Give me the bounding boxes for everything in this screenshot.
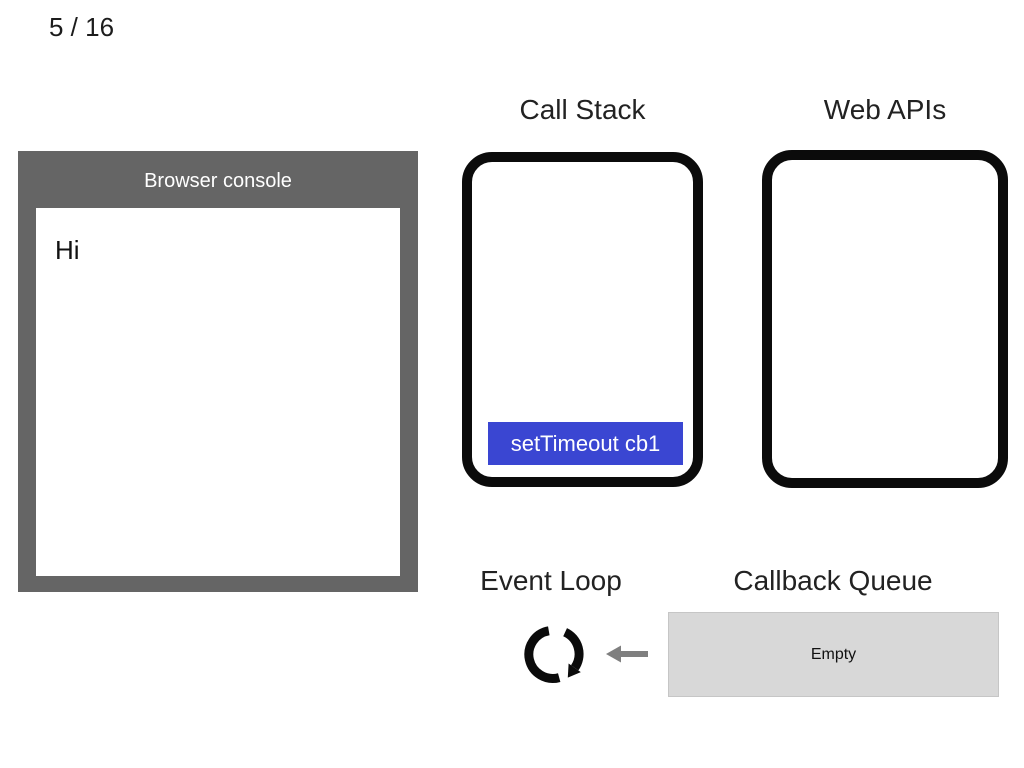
stack-frame-settimeout-cb1: setTimeout cb1: [488, 422, 683, 465]
browser-console-output: Hi: [36, 208, 400, 576]
browser-console-panel: Browser console Hi: [18, 151, 418, 592]
web-apis-heading: Web APIs: [823, 94, 947, 125]
web-apis-box: [762, 150, 1008, 488]
console-log-line: Hi: [55, 235, 80, 265]
call-stack-heading: Call Stack: [519, 94, 646, 125]
callback-queue-box: Empty: [668, 612, 999, 697]
browser-console-title: Browser console: [144, 170, 292, 192]
event-loop-cycle-icon: [524, 626, 584, 683]
slide-counter: 5 / 16: [49, 12, 115, 42]
callback-queue-heading: Callback Queue: [733, 565, 933, 596]
event-loop-heading: Event Loop: [480, 565, 622, 596]
callback-queue-state: Empty: [810, 645, 857, 663]
queue-to-loop-arrow-icon: [606, 645, 648, 663]
